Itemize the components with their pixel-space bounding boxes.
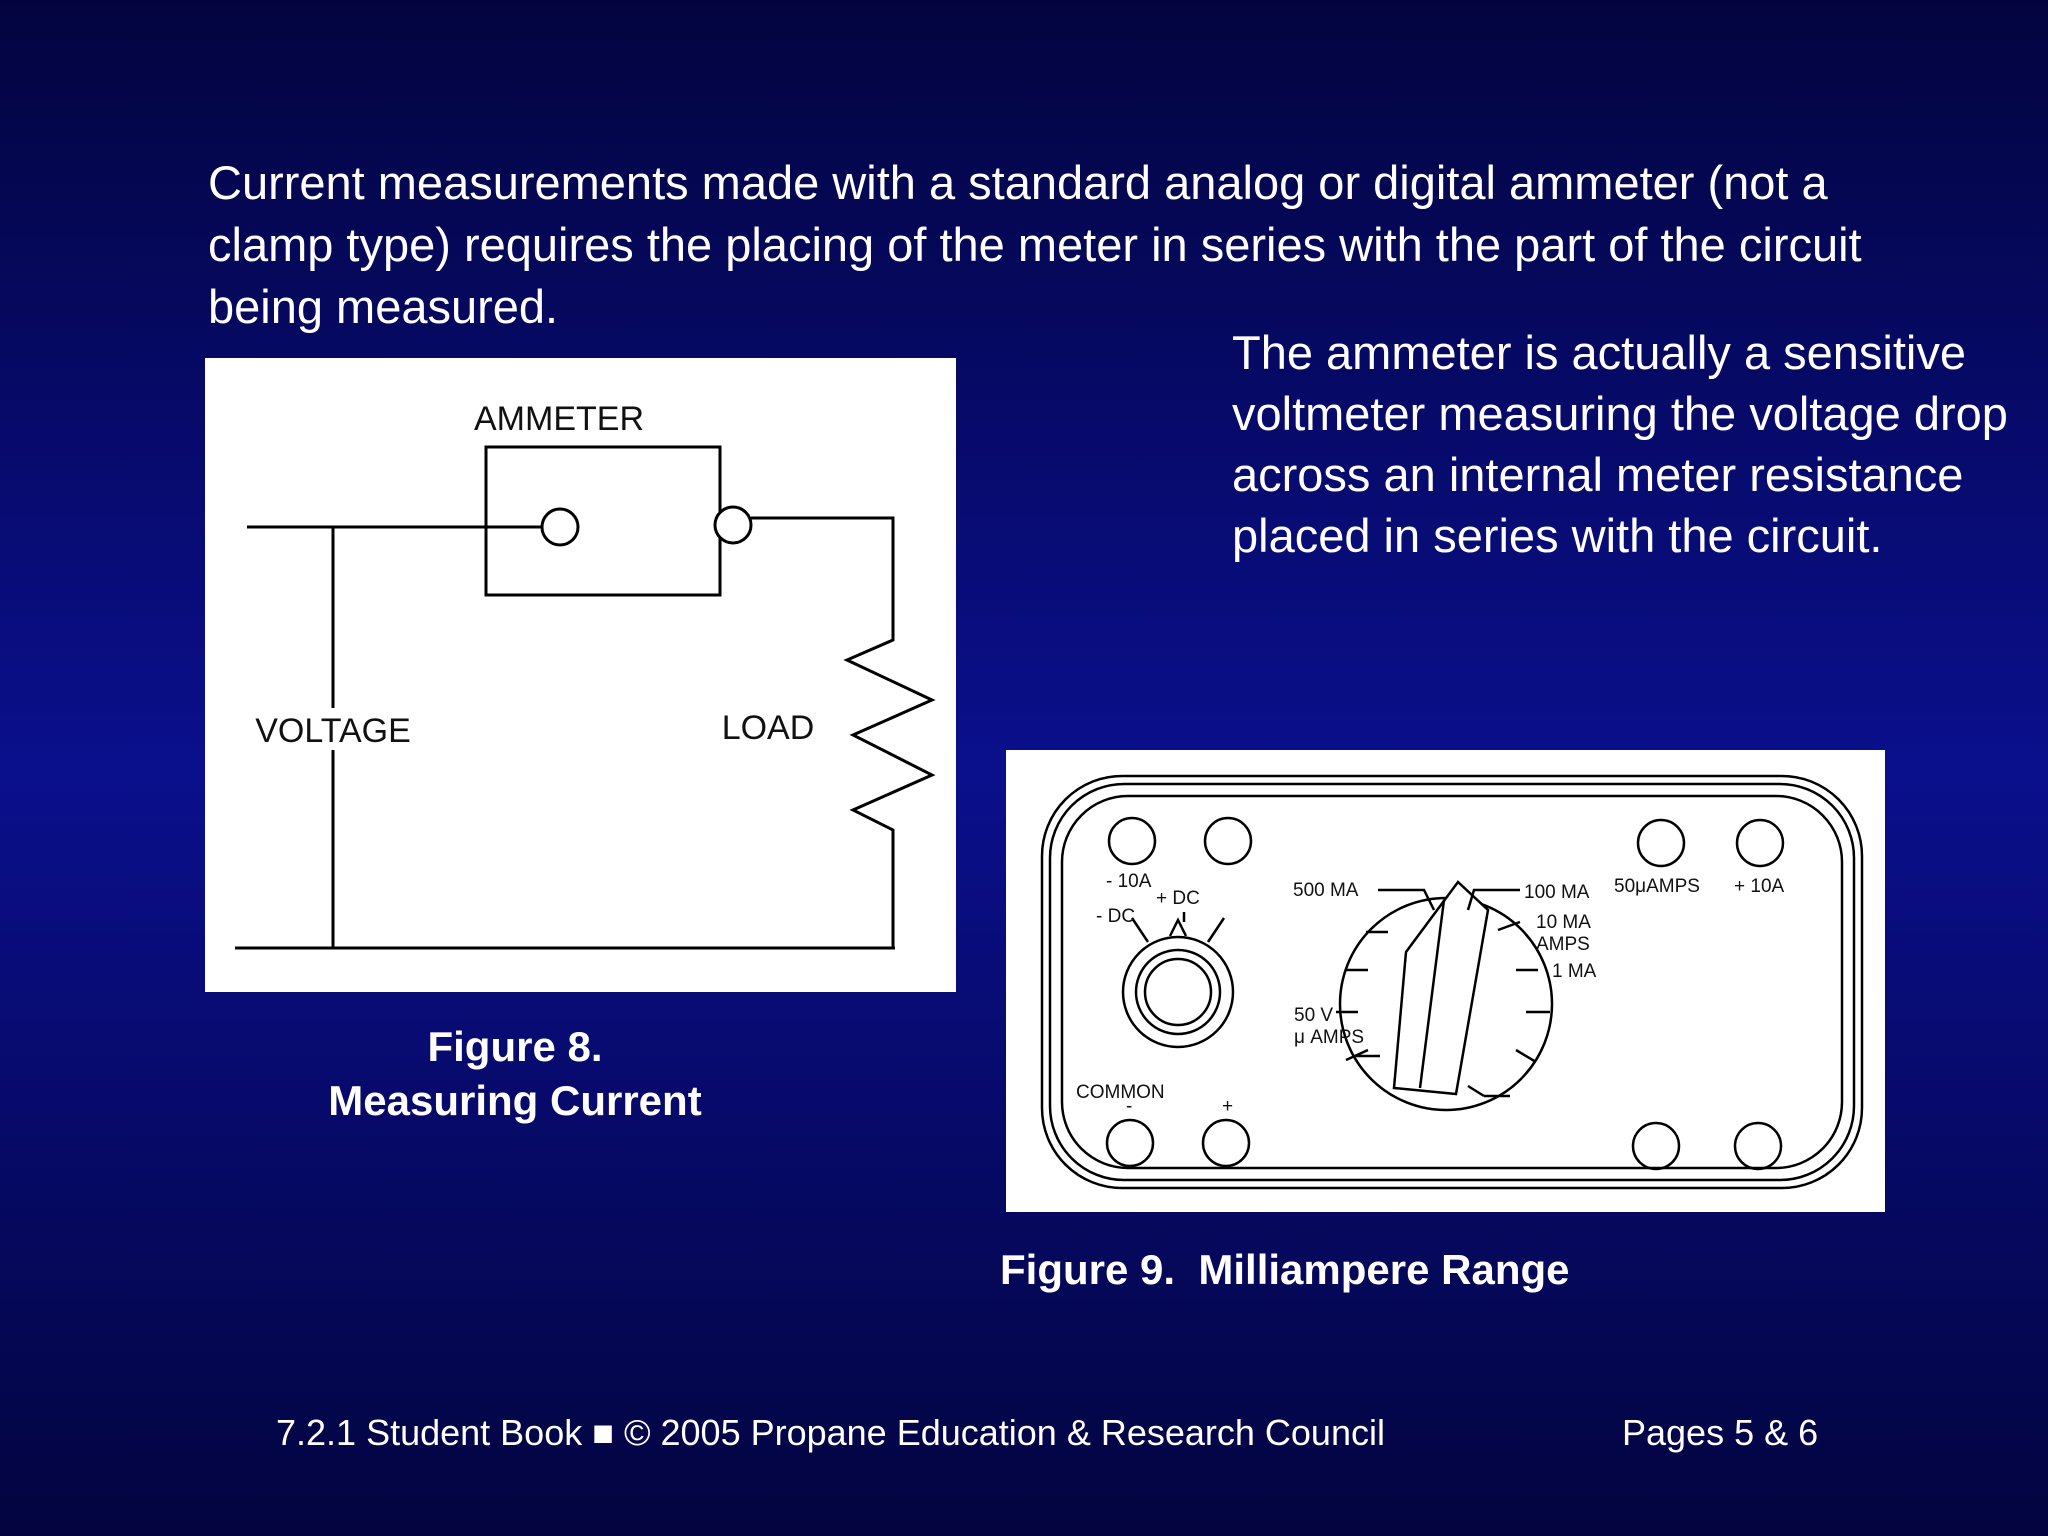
- label-plus-10a: + 10A: [1734, 876, 1785, 897]
- label-minus: -: [1126, 1096, 1132, 1117]
- jack-minus-10a: [1107, 816, 1157, 866]
- label-plus-dc: + DC: [1156, 888, 1200, 909]
- label-100ma: 100 MA: [1524, 882, 1590, 903]
- figure-8-caption: Figure 8. Measuring Current: [290, 1020, 740, 1128]
- meter-panel-svg: - 10A + DC - DC 500 MA 100 MA 10 MA AMPS…: [1040, 774, 1864, 1190]
- jack-50-micro-amps: [1636, 818, 1686, 868]
- figure-8-caption-line1: Figure 8.: [427, 1023, 603, 1070]
- tick-10ma: [1497, 920, 1521, 932]
- load-resistor: [843, 630, 936, 948]
- jack-common: [1105, 1118, 1155, 1168]
- jack-plus: [1201, 1118, 1251, 1168]
- polarity-switch-pointer: [1168, 917, 1188, 937]
- jack-bottom-3: [1631, 1121, 1681, 1171]
- intro-text: Current measurements made with a standar…: [208, 156, 1862, 333]
- ammeter-terminal-right: [713, 505, 753, 545]
- label-micro-amps: μ AMPS: [1294, 1027, 1364, 1048]
- tick-500ma: [1378, 888, 1436, 911]
- polarity-switch-outer: [1121, 935, 1235, 1049]
- label-50-micro-amps: 50μAMPS: [1614, 876, 1700, 897]
- figure-8-circuit-diagram: AMMETER VOLTAGE LOAD: [205, 358, 956, 992]
- polarity-tick-minus: [1130, 917, 1150, 943]
- polarity-switch-ring: [1134, 948, 1222, 1036]
- label-amps: AMPS: [1536, 934, 1590, 955]
- range-dial-knob: [1392, 880, 1490, 1096]
- ammeter-box: [484, 445, 722, 597]
- panel-rim-inner: [1060, 794, 1844, 1170]
- footer-copyright: 7.2.1 Student Book ■ © 2005 Propane Educ…: [276, 1412, 1385, 1453]
- polarity-tick-right: [1206, 917, 1226, 943]
- polarity-switch-inner: [1143, 957, 1213, 1027]
- voltage-label: VOLTAGE: [255, 712, 411, 750]
- figure-8-caption-line2: Measuring Current: [328, 1077, 702, 1124]
- load-label: LOAD: [722, 709, 815, 747]
- label-common: COMMON: [1076, 1082, 1165, 1103]
- panel-rim-middle: [1048, 782, 1856, 1182]
- range-dial-knob-ridge: [1418, 899, 1446, 1089]
- label-500ma: 500 MA: [1293, 880, 1359, 901]
- jack-unused-top: [1203, 816, 1253, 866]
- jack-plus-10a: [1735, 818, 1785, 868]
- figure-9-meter-panel: - 10A + DC - DC 500 MA 100 MA 10 MA AMPS…: [1006, 750, 1885, 1212]
- ammeter-terminal-left: [540, 507, 580, 547]
- jack-bottom-4: [1733, 1121, 1783, 1171]
- tick-right-5: [1515, 1048, 1537, 1064]
- circuit-svg: AMMETER VOLTAGE LOAD: [235, 400, 936, 950]
- footer-pages: Pages 5 & 6: [1622, 1412, 1819, 1453]
- label-50v: 50 V: [1294, 1005, 1333, 1026]
- panel-rim-outer: [1040, 774, 1864, 1190]
- label-10ma: 10 MA: [1536, 912, 1591, 933]
- tick-right-6: [1467, 1084, 1485, 1098]
- top-wire-right: [751, 516, 895, 630]
- label-minus-10a: - 10A: [1106, 871, 1152, 892]
- tick-100ma: [1466, 888, 1520, 911]
- side-text: The ammeter is actually a sensitive volt…: [1232, 326, 2008, 562]
- ammeter-label: AMMETER: [474, 400, 644, 438]
- figure-9-caption: Figure 9. Milliampere Range: [1000, 1246, 1570, 1293]
- label-plus: +: [1222, 1096, 1233, 1117]
- label-1ma: 1 MA: [1552, 961, 1597, 982]
- label-minus-dc: - DC: [1096, 906, 1135, 927]
